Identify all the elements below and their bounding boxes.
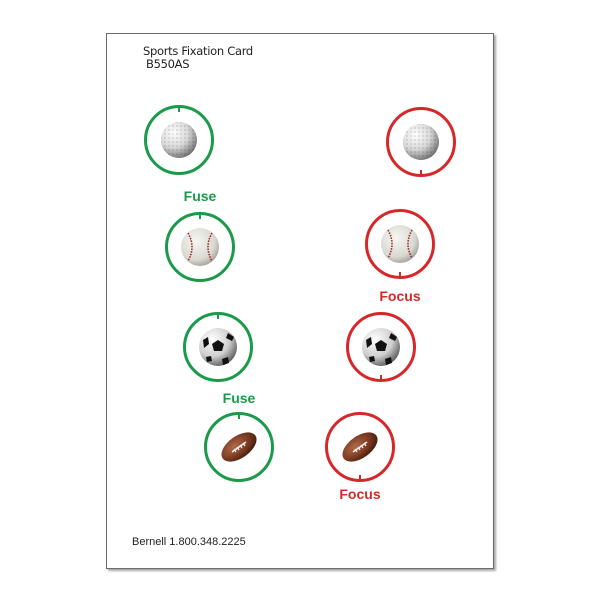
focus-label: Focus	[379, 288, 421, 304]
card-title: Sports Fixation Card	[143, 44, 253, 58]
fuse-label: Fuse	[183, 188, 217, 204]
alignment-tick	[359, 475, 361, 481]
soccer-ball-icon	[361, 327, 401, 367]
focus-label: Focus	[339, 486, 381, 502]
target-golf-left	[144, 105, 214, 175]
target-golf-right	[386, 107, 456, 177]
target-football-left	[204, 412, 274, 482]
golf-ball-icon	[401, 122, 441, 162]
card-code: B550AS	[146, 57, 190, 71]
target-baseball-left	[165, 212, 235, 282]
alignment-tick	[217, 313, 219, 319]
alignment-tick	[178, 106, 180, 112]
baseball-icon	[180, 227, 220, 267]
target-soccer-right	[346, 312, 416, 382]
baseball-icon	[380, 224, 420, 264]
alignment-tick	[420, 170, 422, 176]
alignment-tick	[238, 413, 240, 419]
alignment-tick	[399, 272, 401, 278]
football-icon	[340, 427, 380, 467]
card-footer-phone: Bernell 1.800.348.2225	[132, 536, 246, 548]
target-baseball-right	[365, 209, 435, 279]
soccer-ball-icon	[198, 327, 238, 367]
alignment-tick	[380, 375, 382, 381]
target-football-right	[325, 412, 395, 482]
football-icon	[219, 427, 259, 467]
target-soccer-left	[183, 312, 253, 382]
golf-ball-icon	[159, 120, 199, 160]
alignment-tick	[199, 213, 201, 219]
fuse-label: Fuse	[222, 390, 256, 406]
